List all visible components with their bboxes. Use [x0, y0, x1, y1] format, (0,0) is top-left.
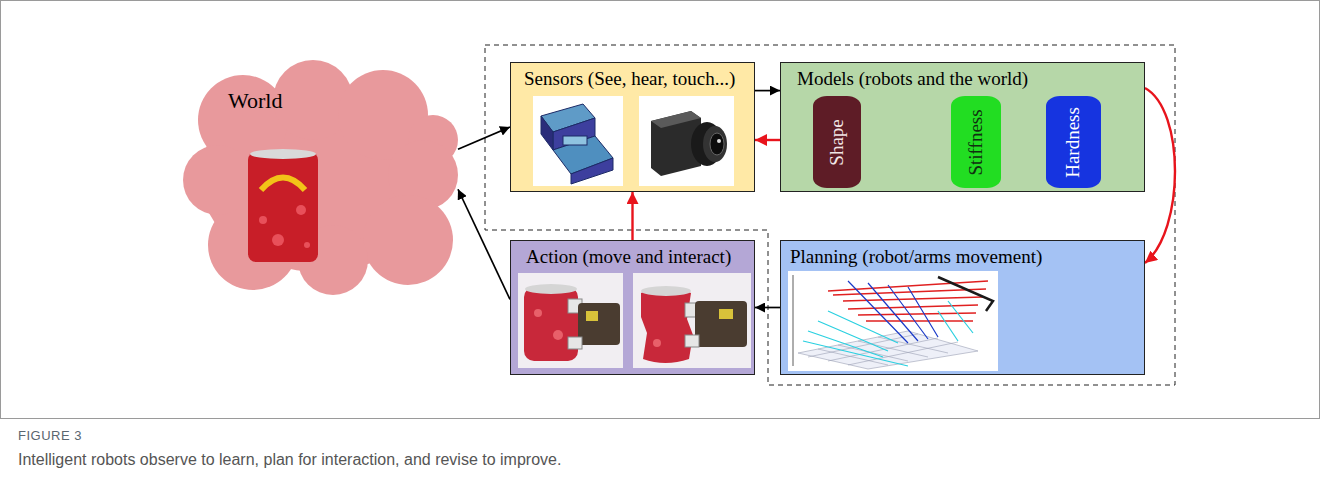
- dashed-region: [485, 45, 1175, 385]
- camera-picture-part: [639, 96, 734, 186]
- frame-border: [1, 1, 1320, 419]
- gripper-photo-part: [525, 284, 577, 294]
- tactile-sensor-drawing-part: [571, 158, 613, 184]
- feedback-arrow: [631, 192, 633, 240]
- feedback-arrow: [1145, 88, 1175, 263]
- gripper-photo-part: [578, 303, 620, 345]
- gripper-photo-part: [719, 309, 733, 319]
- arm-trajectory-plot-part: [793, 275, 794, 366]
- tactile-sensor-drawing-part: [533, 96, 623, 186]
- gripper-photo: [518, 273, 623, 368]
- world-label: World: [228, 88, 282, 113]
- gripper-photo-part: [685, 335, 699, 347]
- soda-can-part: [272, 234, 284, 246]
- planning-box: Planning (robot/arms movement): [780, 240, 1145, 375]
- camera-picture: [639, 96, 734, 186]
- arm-trajectory-plot-part: [788, 271, 998, 371]
- box-title: Models (robots and the world): [797, 68, 1028, 90]
- world-cloud: World: [183, 60, 458, 295]
- gripper-photo-part: [586, 311, 598, 321]
- flow-arrow: [458, 127, 510, 149]
- box-title: Planning (robot/arms movement): [790, 246, 1042, 268]
- camera-picture-part: [717, 139, 721, 143]
- shape-model: Shape: [813, 96, 861, 188]
- camera-picture-part: [703, 126, 727, 162]
- soda-can-part: [259, 216, 267, 224]
- feedback-arrow: [755, 139, 780, 141]
- box-title: Sensors (See, hear, touch...): [524, 68, 735, 90]
- tactile-sensor-drawing: [533, 96, 623, 186]
- gripper-photo-part: [641, 286, 691, 296]
- flow-arrow: [755, 90, 780, 92]
- model-label: Shape: [827, 119, 848, 165]
- soda-can: [248, 149, 318, 262]
- gripper-photo-part: [695, 301, 747, 347]
- gripper-photo-part: [653, 339, 661, 347]
- tactile-sensor-drawing-part: [563, 136, 587, 145]
- figure-caption: Intelligent robots observe to learn, pla…: [18, 451, 561, 469]
- models-box: Models (robots and the world) Shape Stiffn…: [780, 62, 1145, 192]
- soda-can-part: [261, 178, 305, 191]
- stiffness-model: Stiffness: [951, 96, 1001, 188]
- soda-can-part: [304, 242, 310, 248]
- gripper-photo-part: [633, 273, 751, 368]
- soda-can-part: [296, 205, 306, 215]
- gripper-photo-part: [534, 309, 542, 317]
- world-cloud-shape-part-part: [183, 145, 253, 215]
- box-title: Action (move and interact): [526, 246, 731, 268]
- gripper-photo-part: [641, 288, 693, 363]
- flow-arrow: [755, 307, 780, 309]
- world-cloud-shape-part-part: [363, 195, 453, 285]
- arm-trajectory-plot-part-part: [848, 281, 938, 343]
- caption-block: FIGURE 3 Intelligent robots observe to le…: [18, 428, 561, 469]
- flow-arrow: [458, 189, 510, 299]
- soda-can-part: [248, 152, 318, 262]
- world-cloud-shape-part: [183, 60, 458, 295]
- soda-can-part: [250, 149, 316, 159]
- arm-trajectory-plot: [788, 271, 998, 371]
- arm-trajectory-plot-part: [803, 301, 973, 366]
- gripper-photo-part: [518, 273, 623, 368]
- figure-number: FIGURE 3: [18, 428, 561, 443]
- model-label: Stiffness: [966, 109, 987, 175]
- gripper-photo-part: [568, 337, 582, 349]
- gripper-photo-part: [524, 287, 578, 361]
- arm-trajectory-plot-part-part: [803, 301, 973, 366]
- camera-picture-part: [651, 111, 701, 128]
- world-cloud-shape: [183, 60, 458, 295]
- gripper-photo: [633, 273, 751, 368]
- sensors-box: Sensors (See, hear, touch...): [510, 62, 755, 192]
- action-box: Action (move and interact): [510, 240, 755, 375]
- camera-picture-part: [710, 133, 724, 155]
- arm-trajectory-plot-part: [848, 281, 938, 343]
- model-label: Hardness: [1063, 107, 1084, 178]
- hardness-model: Hardness: [1046, 96, 1101, 188]
- gripper-photo-part: [553, 330, 563, 340]
- arm-trajectory-plot-part: [938, 277, 993, 311]
- tactile-sensor-drawing-part: [541, 116, 553, 150]
